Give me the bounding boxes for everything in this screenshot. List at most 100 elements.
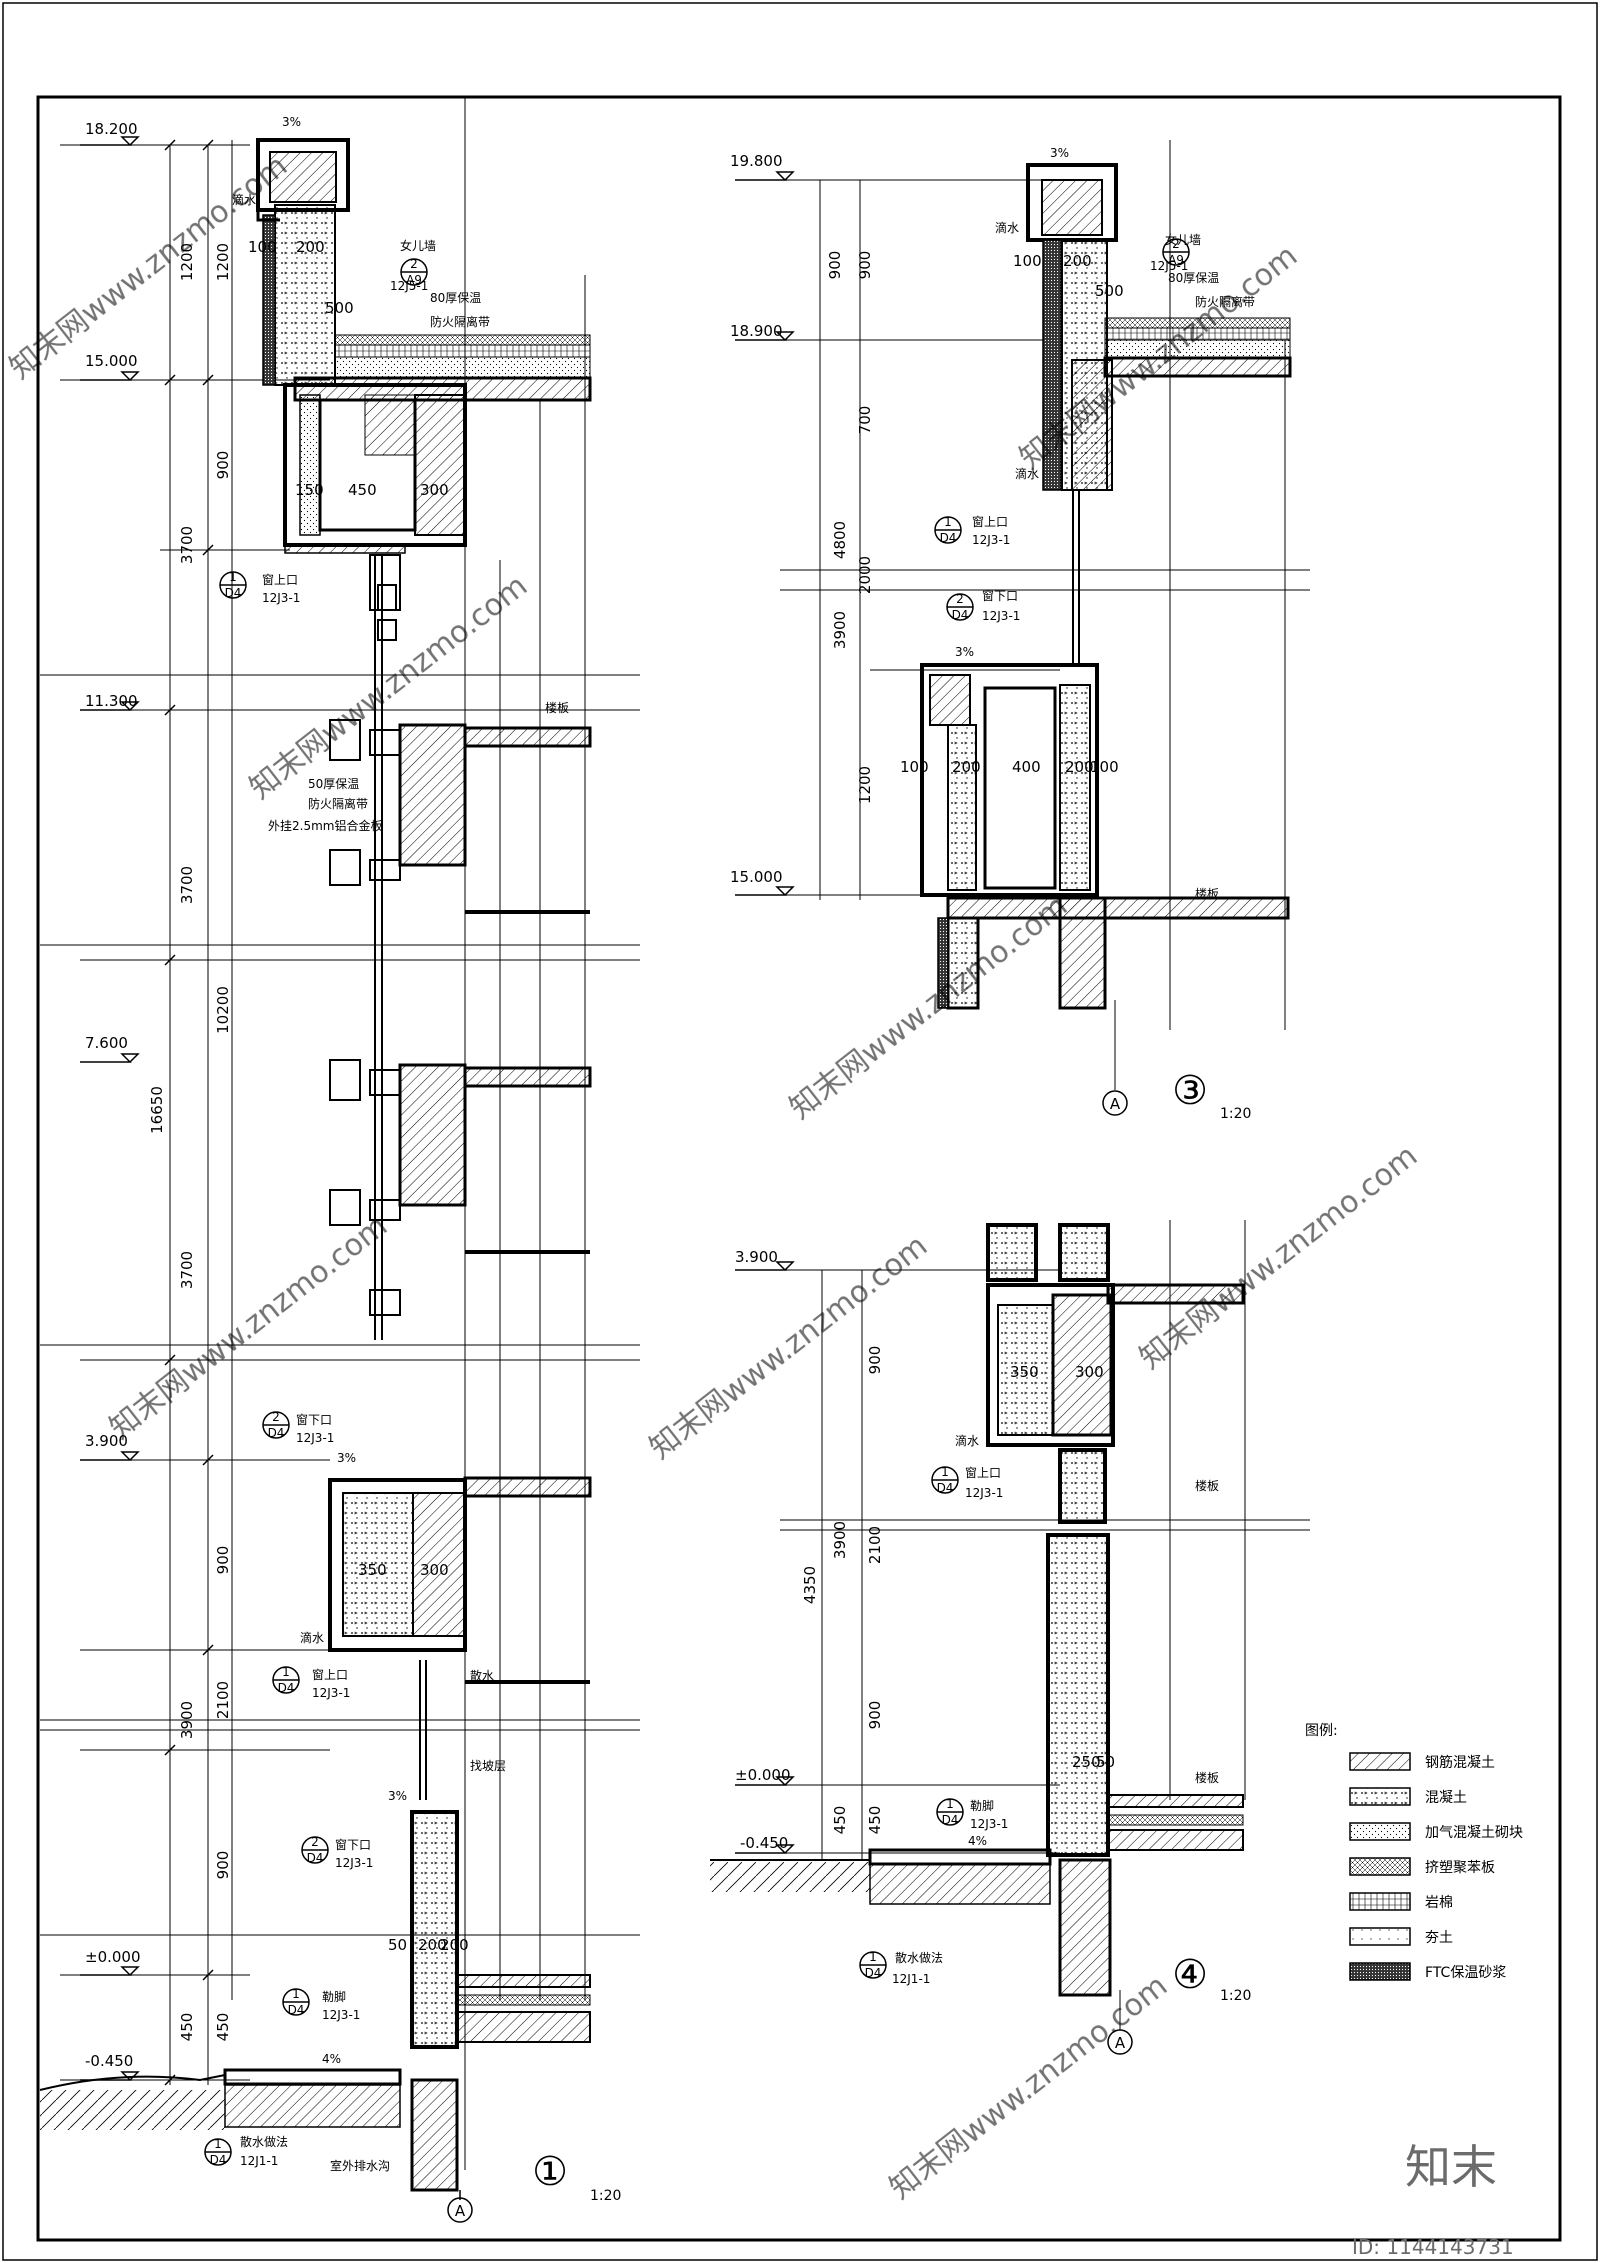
d3-ref3-sheet: D4 bbox=[952, 608, 969, 622]
detail-1-axis-label: A bbox=[455, 2202, 466, 2220]
d3-ref2-sheet: D4 bbox=[940, 531, 957, 545]
slope-3pct-sill: 3% bbox=[337, 1451, 356, 1465]
sheet-frame bbox=[36, 95, 1562, 2242]
detail-1-floor-beams bbox=[398, 723, 592, 1254]
detail-3-lower bbox=[920, 663, 1290, 1010]
detail-4-number: ④ bbox=[1172, 1952, 1208, 1998]
d3-dim-900b: 900 bbox=[856, 251, 874, 280]
d4-ref3-code: 12J1-1 bbox=[892, 1972, 930, 1986]
dim-parapet-100: 100 bbox=[248, 238, 277, 256]
d4-dim-900a: 900 bbox=[866, 1346, 884, 1375]
dim-beam-300: 300 bbox=[420, 481, 449, 499]
dim-parapet-200: 200 bbox=[296, 238, 325, 256]
detail-4-scale: 1:20 bbox=[1220, 1988, 1251, 2004]
dim-outer-3700a: 3700 bbox=[178, 526, 196, 564]
note-firebreak: 防火隔离带 bbox=[430, 314, 490, 329]
d3-note-80: 80厚保温 bbox=[1168, 271, 1219, 285]
watermark: 知末网www.znzmo.com bbox=[1133, 1138, 1424, 1376]
dim-outer-3700b: 3700 bbox=[178, 866, 196, 904]
d3-dim-100b: 100 bbox=[900, 758, 929, 776]
ref6-text: 勒脚 bbox=[322, 1989, 346, 2004]
legend-title: 图例: bbox=[1305, 1723, 1338, 1739]
detail-4-structure bbox=[710, 1223, 1245, 1997]
ref5-code: 12J3-1 bbox=[335, 1856, 373, 1870]
ref2-sheet: D4 bbox=[225, 586, 242, 600]
level-18200: 18.200 bbox=[85, 120, 138, 138]
d4-dim-4350: 4350 bbox=[801, 1566, 819, 1604]
d3-slope-top: 3% bbox=[1050, 146, 1069, 160]
ref7-num: 1 bbox=[214, 2137, 222, 2151]
detail-1-level-markers bbox=[80, 136, 140, 2081]
legend-item-4: 挤塑聚苯板 bbox=[1425, 1859, 1495, 1876]
detail-1-ref-bubbles bbox=[204, 258, 428, 2166]
d4-dim-2100: 2100 bbox=[866, 1526, 884, 1564]
slope-4pct: 4% bbox=[322, 2052, 341, 2066]
d3-ref3-code: 12J3-1 bbox=[982, 609, 1020, 623]
ref7-text: 散水做法 bbox=[240, 2134, 288, 2149]
level-15000: 15.000 bbox=[85, 352, 138, 370]
detail-1-dim-ticks bbox=[164, 139, 214, 2086]
ref1-code: 12J5-1 bbox=[390, 279, 428, 293]
detail-1-number: ① bbox=[532, 2149, 568, 2195]
detail-3-axis: A ③ 1:20 bbox=[1102, 1068, 1251, 1122]
ref7-code: 12J1-1 bbox=[240, 2154, 278, 2168]
dim-inner-900c: 900 bbox=[214, 1851, 232, 1880]
ref6-code: 12J3-1 bbox=[322, 2008, 360, 2022]
dim-outer-1200: 1200 bbox=[178, 243, 196, 281]
note-50-insulation: 50厚保温 bbox=[308, 777, 359, 791]
detail-3-level-markers bbox=[735, 171, 795, 896]
d3-note-slab: 楼板 bbox=[1195, 886, 1219, 901]
d4-level-3900: 3.900 bbox=[735, 1248, 778, 1266]
dim-parapet-500: 500 bbox=[325, 299, 354, 317]
d3-note-firebreak: 防火隔离带 bbox=[1195, 294, 1255, 309]
dim-total-16650: 16650 bbox=[148, 1086, 166, 1134]
detail-3-ref-texts: 2 A9 12J5-1 女儿墙 1 D4 12J3-1 窗上口 2 D4 12J… bbox=[940, 232, 1201, 623]
detail-1-ref-texts: 2 A9 12J5-1 女儿墙 1 D4 12J3-1 窗上口 2 D4 12J… bbox=[210, 238, 436, 2168]
d4-level-000: ±0.000 bbox=[735, 1766, 791, 1784]
d4-note-drip: 滴水 bbox=[955, 1433, 979, 1448]
d4-inner-50: 50 bbox=[1096, 1753, 1115, 1771]
watermark: 知末网www.znzmo.com bbox=[643, 1228, 934, 1466]
ref3-code: 12J3-1 bbox=[296, 1431, 334, 1445]
d4-ref1-num: 1 bbox=[941, 1465, 949, 1479]
level-000: ±0.000 bbox=[85, 1948, 141, 1966]
d4-level-m0450: -0.450 bbox=[740, 1834, 788, 1852]
ref5-text: 窗下口 bbox=[335, 1838, 371, 1852]
note-80-insulation: 80厚保温 bbox=[430, 291, 481, 305]
dim-base-200b: 200 bbox=[440, 1936, 469, 1954]
legend-item-3: 加气混凝土砌块 bbox=[1425, 1825, 1523, 1841]
watermark: 知末网www.znzmo.com bbox=[883, 1968, 1174, 2206]
d4-note-slab-2: 楼板 bbox=[1195, 1770, 1219, 1785]
ref1-num: 2 bbox=[410, 257, 418, 271]
detail-1-notes: 滴水 80厚保温 防火隔离带 50厚保温 防火隔离带 外挂2.5mm铝合金板 楼… bbox=[232, 192, 569, 2173]
d4-slope-4pct: 4% bbox=[968, 1834, 987, 1848]
d4-dim-900b: 900 bbox=[866, 1701, 884, 1730]
d3-ref1-num: 2 bbox=[1172, 237, 1180, 251]
legend-item-1: 钢筋混凝土 bbox=[1425, 1754, 1495, 1771]
note-leveling: 找坡层 bbox=[470, 1759, 506, 1773]
d3-ref2-code: 12J3-1 bbox=[972, 533, 1010, 547]
d3-ref1-sheet: A9 bbox=[1168, 253, 1184, 267]
ref3-text: 窗下口 bbox=[296, 1413, 332, 1427]
note-apron: 散水 bbox=[470, 1668, 494, 1683]
d3-dim-400: 400 bbox=[1012, 758, 1041, 776]
d3-ref2-num: 1 bbox=[944, 515, 952, 529]
detail-1-lintel-3900 bbox=[328, 1476, 592, 1684]
d4-inner-250: 250 bbox=[1072, 1753, 1101, 1771]
d4-axis-label: A bbox=[1115, 2034, 1126, 2052]
detail-4: 3.900 ±0.000 -0.450 4350 3900 450 900 21… bbox=[710, 1220, 1310, 2055]
d3-dim-1200: 1200 bbox=[856, 766, 874, 804]
d3-dim-200b: 200 bbox=[952, 758, 981, 776]
level-18900: 18.900 bbox=[730, 322, 783, 340]
d4-ref2-code: 12J3-1 bbox=[970, 1817, 1008, 1831]
d3-ref1-code: 12J5-1 bbox=[1150, 259, 1188, 273]
d4-note-slab-1: 楼板 bbox=[1195, 1478, 1219, 1493]
detail-3-parapet bbox=[1026, 163, 1292, 665]
d4-ref3-text: 散水做法 bbox=[895, 1950, 943, 1965]
watermark: 知末网www.znzmo.com bbox=[103, 1208, 394, 1446]
level-m0450: -0.450 bbox=[85, 2052, 133, 2070]
detail-3-level-labels: 19.800 18.900 15.000 bbox=[730, 152, 783, 886]
d3-dim-500: 500 bbox=[1095, 282, 1124, 300]
